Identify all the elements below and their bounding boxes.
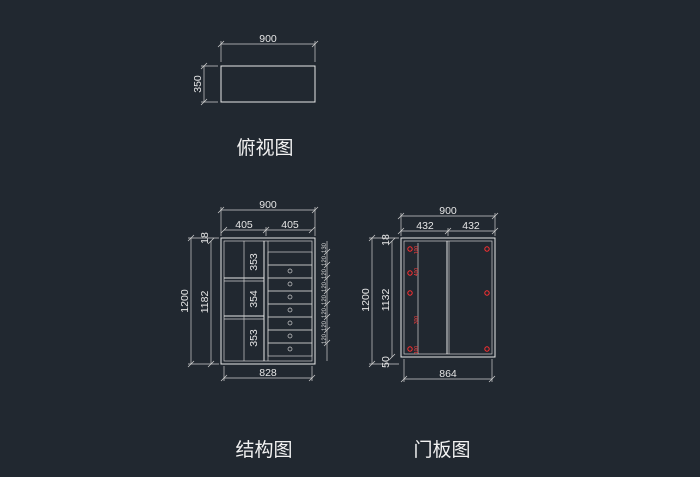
door-height-label: 1200	[360, 288, 372, 312]
drawer-knob-icon	[287, 346, 293, 352]
door-bottom-width-label: 864	[439, 368, 457, 380]
drawer-dim-label: 120	[322, 255, 328, 266]
hinge-dim-label: 100	[414, 246, 420, 255]
door-width-label: 900	[439, 205, 457, 217]
structure-left-width-label: 405	[235, 219, 253, 231]
drawer-dim-label: 120	[322, 320, 328, 331]
door-left-width-label: 432	[416, 220, 434, 232]
top-view: 900 350 俯视图	[192, 33, 319, 159]
drawer-dim-label: 120	[322, 307, 328, 318]
door-right-width-label: 432	[462, 220, 480, 232]
shelf-1-label: 353	[248, 253, 260, 271]
structure-view: 353 354 353	[179, 199, 331, 461]
hinge-icon	[484, 246, 490, 252]
structure-top-offset-label: 18	[199, 232, 211, 244]
hinge-icon	[407, 246, 413, 252]
door-outline	[400, 237, 496, 358]
structure-right-width-label: 405	[281, 219, 299, 231]
hinge-markers	[407, 243, 490, 354]
drawer-knob-icon	[287, 333, 293, 339]
door-inner-height-label: 1132	[380, 289, 392, 312]
drawer-knob-icon	[287, 281, 293, 287]
hinge-dim-label: 400	[414, 268, 420, 277]
drawer	[267, 277, 313, 292]
hinge-icon	[407, 290, 413, 296]
door-view: 100 400 300 100 900 432 432 1200 1132 18…	[360, 205, 499, 461]
top-view-outline	[220, 65, 316, 103]
drawer-knob-icon	[287, 307, 293, 313]
drawer-knob-icon	[287, 320, 293, 326]
shelf-2-label: 354	[248, 290, 260, 308]
top-depth-label: 350	[192, 75, 204, 93]
structure-inner-height-label: 1182	[199, 291, 211, 314]
shelf-3-label: 353	[248, 329, 260, 347]
door-bottom-offset-label: 50	[380, 356, 392, 368]
hinge-icon	[407, 346, 413, 352]
structure-view-title: 结构图	[235, 439, 292, 461]
drawer-stack	[267, 251, 313, 357]
structure-bottom-width-label: 828	[259, 367, 277, 379]
drawer	[267, 303, 313, 318]
top-view-title: 俯视图	[236, 137, 293, 159]
drawer-dim-label: 130	[322, 242, 328, 253]
hinge-icon	[484, 290, 490, 296]
drawer	[267, 316, 313, 331]
drawer-knob-icon	[287, 294, 293, 300]
drawer	[267, 342, 313, 357]
drawer	[267, 251, 313, 266]
drawer-dim-label: 120	[322, 333, 328, 344]
hinge-icon	[484, 346, 490, 352]
drawer-dim-label: 120	[322, 281, 328, 292]
structure-outline	[220, 237, 316, 365]
door-top-offset-label: 18	[380, 234, 392, 246]
hinge-icon	[407, 270, 413, 276]
drawer-knob-icon	[287, 268, 293, 274]
drawer	[267, 264, 313, 279]
drawer	[267, 290, 313, 305]
drawer	[267, 329, 313, 344]
door-view-title: 门板图	[413, 439, 470, 461]
drawer-dim-label: 120	[322, 268, 328, 279]
structure-height-label: 1200	[179, 289, 191, 313]
structure-width-label: 900	[259, 199, 277, 211]
drawer-dim-label: 120	[322, 294, 328, 305]
drawer-dim-ticks	[323, 248, 331, 347]
hinge-dim-label: 100	[414, 346, 420, 355]
hinge-dim-label: 300	[414, 316, 420, 325]
top-width-label: 900	[259, 33, 277, 45]
